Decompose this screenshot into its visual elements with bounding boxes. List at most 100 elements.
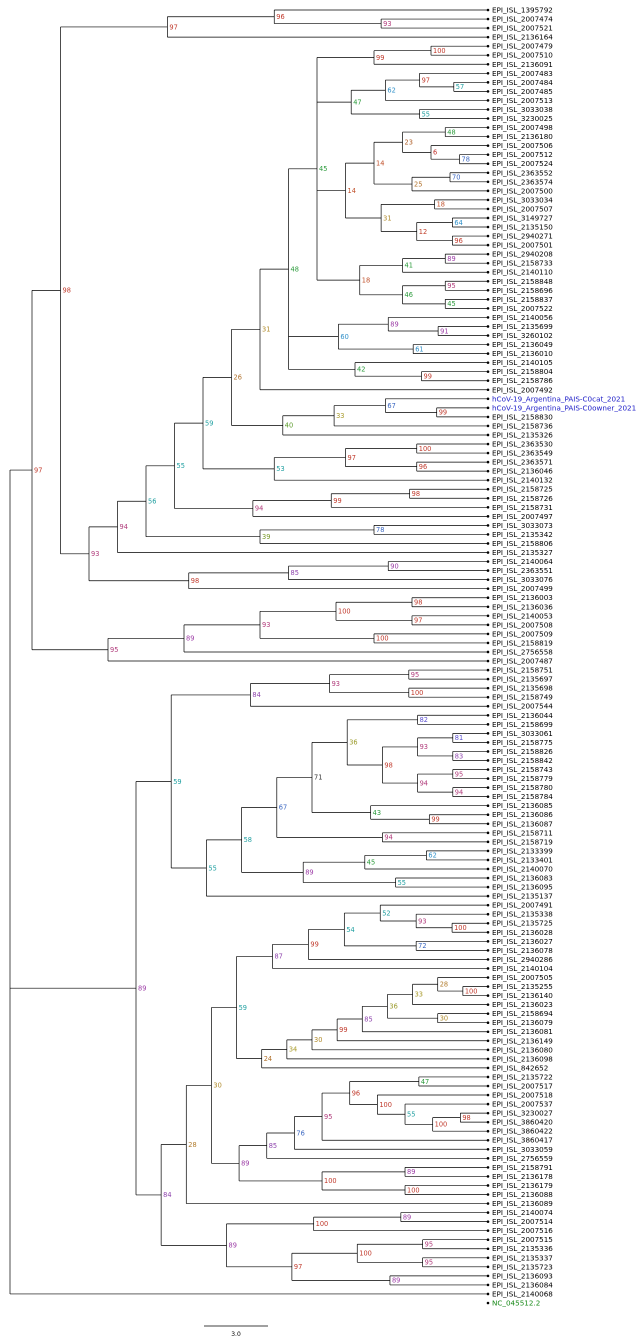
support-value: 40 — [285, 422, 293, 430]
support-value: 76 — [296, 1129, 304, 1137]
tip-dot — [486, 316, 490, 319]
support-value: 94 — [120, 523, 128, 531]
tip-label: EPI_ISL_2007484 — [492, 78, 553, 87]
support-value: 45 — [367, 859, 375, 867]
tip-dot — [486, 650, 490, 654]
tip-label: EPI_ISL_2007501 — [492, 241, 553, 250]
tip-dot — [486, 1256, 490, 1260]
tip-label: EPI_ISL_2158699 — [492, 720, 553, 729]
support-value: 30 — [440, 1014, 448, 1022]
support-value: 99 — [310, 941, 318, 949]
tip-label: EPI_ISL_2007508 — [492, 620, 553, 629]
tip-label: EPI_ISL_2007513 — [492, 96, 553, 105]
support-value: 83 — [455, 752, 463, 760]
support-value: 84 — [252, 691, 260, 699]
tip-label: EPI_ISL_2007510 — [492, 51, 553, 60]
tip-dot — [486, 361, 490, 364]
tip-labels: EPI_ISL_1395792EPI_ISL_2007474EPI_ISL_20… — [492, 6, 636, 1308]
support-value: 30 — [314, 1036, 322, 1044]
tip-label: EPI_ISL_2158830 — [492, 412, 553, 421]
tip-label: EPI_ISL_2140104 — [492, 964, 553, 973]
support-value: 84 — [163, 1191, 171, 1199]
support-value: 31 — [383, 214, 391, 222]
tip-label: EPI_ISL_2158819 — [492, 638, 553, 647]
support-value: 34 — [289, 1046, 297, 1054]
tip-dot — [486, 759, 490, 762]
tip-label: EPI_ISL_2007516 — [492, 1226, 553, 1235]
support-value: 45 — [447, 300, 455, 308]
tip-dot — [486, 632, 490, 636]
tip-label: EPI_ISL_2756559 — [492, 1154, 553, 1163]
support-value: 94 — [420, 779, 428, 787]
support-value: 95 — [411, 671, 419, 679]
support-value: 99 — [424, 372, 432, 380]
support-value: 93 — [418, 917, 426, 925]
support-value: 89 — [229, 1242, 237, 1250]
support-value: 41 — [405, 262, 413, 270]
tip-dot — [486, 81, 490, 84]
tip-label: EPI_ISL_2136091 — [492, 60, 553, 69]
support-value: 97 — [169, 23, 177, 31]
tip-dot — [486, 307, 490, 310]
tip-dot — [486, 1274, 490, 1278]
tip-dot — [486, 1220, 490, 1223]
tip-label: EPI_ISL_2140053 — [492, 611, 553, 620]
tip-label: EPI_ISL_2136095 — [492, 883, 553, 892]
tip-dot — [486, 804, 490, 807]
support-value: 99 — [431, 816, 439, 824]
support-value: 78 — [462, 155, 470, 163]
tip-label: EPI_ISL_2136080 — [492, 1045, 553, 1054]
support-value: 55 — [407, 1111, 415, 1119]
support-value: 56 — [148, 498, 156, 506]
tip-dot — [486, 460, 490, 464]
tree-branches — [9, 9, 488, 1295]
tip-dot — [486, 1202, 490, 1205]
tip-dot — [486, 35, 490, 39]
tip-dot — [486, 126, 490, 129]
tip-dot — [486, 62, 490, 66]
tip-dot — [486, 813, 490, 817]
tip-label: EPI_ISL_2007479 — [492, 42, 553, 51]
tip-dot — [486, 198, 490, 202]
tip-dot — [486, 270, 490, 274]
tip-label: EPI_ISL_2007507 — [492, 204, 553, 213]
tip-dot — [486, 370, 490, 373]
tip-label: EPI_ISL_2135342 — [492, 530, 553, 539]
support-value: 96 — [419, 463, 427, 471]
support-value: 82 — [420, 716, 428, 724]
tip-dot — [486, 732, 490, 735]
support-value: 47 — [421, 1078, 429, 1086]
support-value: 100 — [379, 1101, 392, 1109]
tip-label: EPI_ISL_2136093 — [492, 1271, 553, 1280]
support-value: 99 — [333, 497, 341, 505]
tip-label: EPI_ISL_2007499 — [492, 584, 553, 593]
tip-dot — [486, 216, 490, 220]
tip-dot — [486, 162, 490, 166]
tip-label: EPI_ISL_2158719 — [492, 837, 553, 846]
support-value: 55 — [398, 879, 406, 887]
tip-dot — [486, 180, 490, 184]
support-value: 93 — [91, 550, 99, 558]
tip-dot — [486, 930, 490, 934]
tip-dot — [486, 1030, 490, 1034]
tip-label: EPI_ISL_2158751 — [492, 666, 553, 675]
support-value: 85 — [364, 1015, 372, 1023]
tip-dot — [486, 1283, 490, 1287]
tip-dot — [486, 958, 490, 961]
tip-dot — [486, 659, 490, 663]
tip-label: EPI_ISL_2158743 — [492, 765, 553, 774]
support-value: 97 — [348, 454, 356, 462]
tip-label: EPI_ISL_2007524 — [492, 159, 553, 168]
tip-label: EPI_ISL_2158733 — [492, 259, 553, 268]
tip-label: EPI_ISL_1395792 — [492, 6, 553, 15]
tip-dot — [486, 252, 490, 256]
tip-dot — [486, 487, 490, 491]
support-value: 93 — [332, 680, 340, 688]
tip-label: EPI_ISL_2135327 — [492, 548, 553, 557]
tip-label: EPI_ISL_2136046 — [492, 467, 553, 476]
tip-label: EPI_ISL_2158725 — [492, 485, 553, 494]
support-value: 96 — [276, 13, 284, 21]
tip-dot — [486, 171, 490, 175]
tip-dot — [486, 614, 490, 618]
tip-label: EPI_ISL_2158696 — [492, 286, 553, 295]
